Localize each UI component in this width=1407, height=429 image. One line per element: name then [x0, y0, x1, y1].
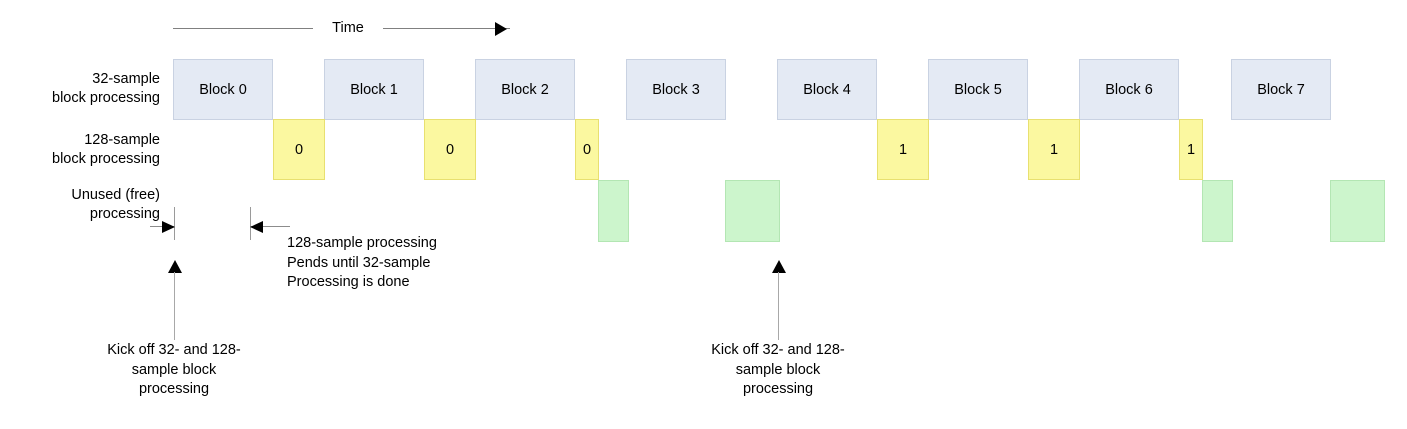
kickoff-label-1: Kick off 32- and 128- sample block proce… [107, 342, 241, 397]
kickoff-arrow-2-icon [772, 260, 786, 273]
block-free-0[interactable] [598, 180, 629, 242]
block-free-2[interactable] [1202, 180, 1233, 242]
block-32-4[interactable]: Block 4 [777, 59, 877, 120]
block-128-4[interactable]: 1 [1028, 119, 1080, 180]
block-128-0[interactable]: 0 [273, 119, 325, 180]
block-32-5[interactable]: Block 5 [928, 59, 1028, 120]
block-32-6[interactable]: Block 6 [1079, 59, 1179, 120]
block-128-2[interactable]: 0 [575, 119, 599, 180]
pending-callout-text: 128-sample processing Pends until 32-sam… [287, 235, 437, 290]
block-128-3[interactable]: 1 [877, 119, 929, 180]
time-arrow-icon [495, 22, 507, 36]
kickoff-label-2: Kick off 32- and 128- sample block proce… [711, 342, 845, 397]
block-free-1[interactable] [725, 180, 780, 242]
time-axis-label: Time [313, 20, 383, 36]
block-32-0[interactable]: Block 0 [173, 59, 273, 120]
kickoff-stem-2 [778, 272, 779, 340]
dimension-arrow-left-icon [250, 221, 263, 233]
row-label-128: 128-sample block processing [52, 132, 160, 167]
block-32-7[interactable]: Block 7 [1231, 59, 1331, 120]
dimension-arrow-right-icon [162, 221, 175, 233]
block-32-1[interactable]: Block 1 [324, 59, 424, 120]
block-128-5[interactable]: 1 [1179, 119, 1203, 180]
kickoff-stem-1 [174, 272, 175, 340]
row-label-free: Unused (free) processing [71, 187, 160, 222]
dimension-line-right [250, 226, 290, 227]
block-32-2[interactable]: Block 2 [475, 59, 575, 120]
row-label-32: 32-sample block processing [52, 71, 160, 106]
kickoff-arrow-1-icon [168, 260, 182, 273]
block-free-3[interactable] [1330, 180, 1385, 242]
block-128-1[interactable]: 0 [424, 119, 476, 180]
block-32-3[interactable]: Block 3 [626, 59, 726, 120]
